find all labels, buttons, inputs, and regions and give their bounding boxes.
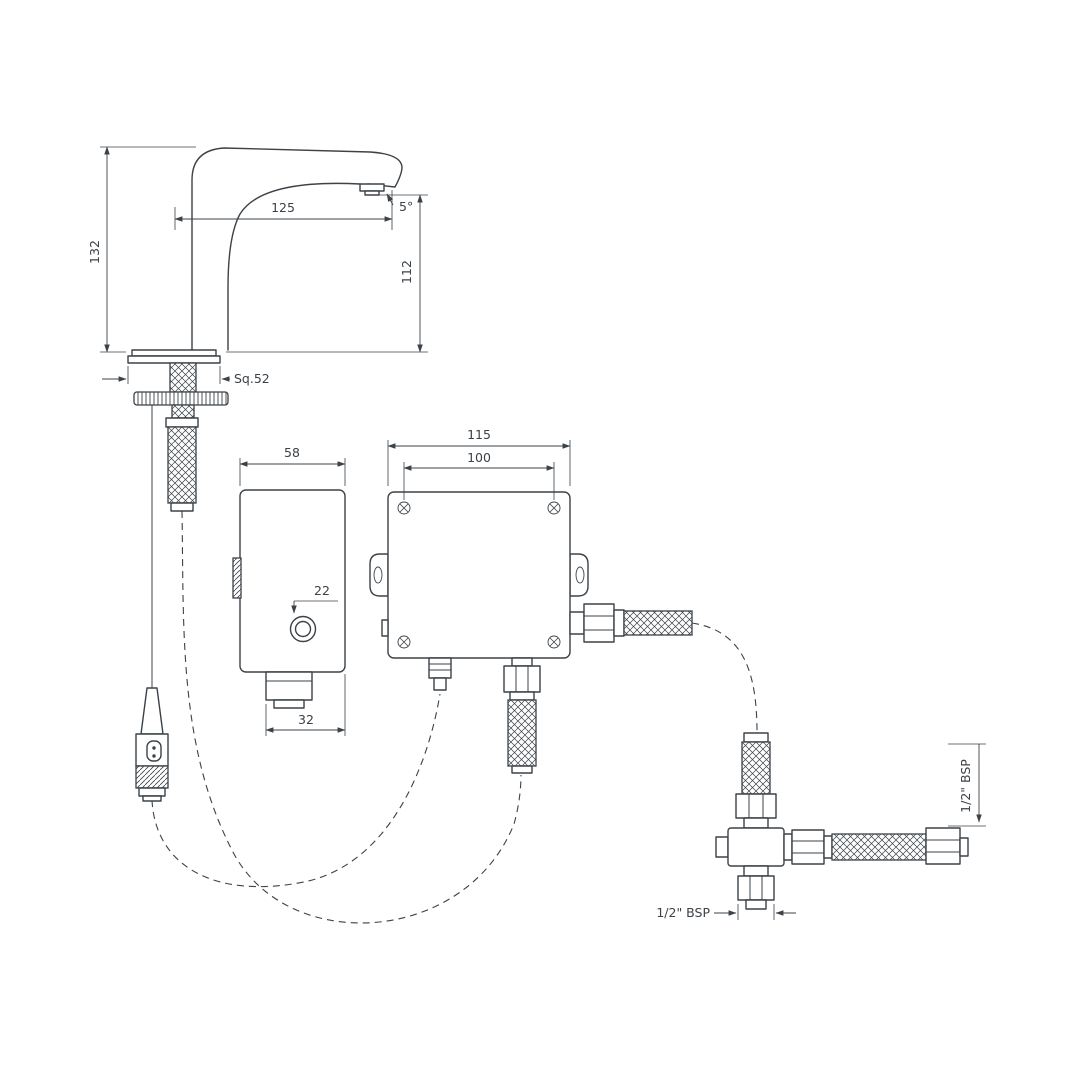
corner-screws	[397, 501, 561, 649]
braided-hose-valve-right	[831, 833, 927, 861]
cable-gland	[428, 657, 452, 679]
plug-base	[138, 787, 166, 797]
sensor-plug	[135, 687, 169, 802]
screw-icon	[547, 501, 561, 515]
dim-box-outer-width: 115	[467, 427, 491, 442]
controller-side-connector	[232, 557, 242, 599]
faucet-base-lower	[127, 355, 221, 364]
braided-hose-box-bottom	[507, 699, 537, 767]
braided-hose-box-right	[623, 610, 693, 636]
dim-button-offset: 22	[314, 583, 330, 598]
right-outlet-hex-nut	[583, 603, 615, 643]
braided-hose-valve-top	[741, 741, 771, 795]
control-box	[369, 491, 693, 774]
braided-hose-faucet	[167, 426, 197, 504]
dim-bottom-thread: 1/2" BSP	[656, 905, 710, 920]
dim-spout-reach: 125	[271, 200, 295, 215]
routing-curve-box-to-valve	[691, 622, 758, 734]
dim-outlet-height: 112	[399, 260, 414, 284]
plug-pin-2	[152, 754, 156, 758]
control-box-housing	[387, 491, 571, 659]
valve-top-flare	[743, 732, 769, 743]
controller-button-inner	[294, 620, 312, 638]
right-outlet-collar	[569, 611, 585, 635]
dim-side-thread: 1/2" BSP	[958, 759, 973, 813]
valve-bottom-hex	[737, 875, 775, 901]
aerator-outlet	[359, 183, 385, 192]
plug-tip	[142, 795, 162, 802]
threaded-shank-upper	[169, 362, 197, 393]
locknut-flange	[133, 391, 229, 406]
angle-leader	[386, 193, 394, 206]
faucet-base-upper	[131, 349, 217, 357]
valve-right-hex-nut	[791, 829, 825, 865]
ear-slot-right	[575, 566, 585, 584]
controller-connector-step	[273, 699, 305, 709]
valve-top-collar	[743, 817, 769, 829]
screw-icon	[397, 501, 411, 515]
bottom-outlet-collar	[511, 657, 533, 667]
screw-icon	[397, 635, 411, 649]
valve-body	[727, 827, 785, 867]
plug-knurl-ring	[135, 765, 169, 789]
dim-box-inner-width: 100	[467, 450, 491, 465]
controller-housing	[239, 489, 346, 673]
controller-bottom-connector	[265, 671, 313, 701]
faucet-spout-underside	[227, 182, 361, 351]
ear-slot-left	[373, 566, 383, 584]
routing-curve-sensor-cable	[151, 693, 441, 888]
plug-cone	[140, 687, 164, 735]
threaded-shank-lower	[171, 404, 195, 419]
dim-controller-depth: 32	[298, 712, 314, 727]
hose-end-cap	[170, 502, 194, 512]
screw-icon	[547, 635, 561, 649]
mounting-ear-right	[569, 553, 589, 597]
routing-curves	[151, 510, 758, 924]
valve-top-nut	[735, 793, 777, 819]
dim-faucet-height: 132	[87, 240, 102, 264]
dim-base-square: Sq.52	[234, 371, 270, 386]
valve-right-collar	[783, 833, 793, 861]
tee-valve-assembly	[715, 732, 969, 910]
right-outlet-ferrule	[613, 609, 625, 637]
plug-pin-1	[152, 746, 156, 750]
mounting-ear-left	[369, 553, 389, 597]
bottom-outlet-hex-nut	[503, 665, 541, 693]
valve-left-stub	[715, 836, 729, 858]
routing-curve-hose-to-box	[181, 510, 522, 924]
valve-bottom-collar	[743, 865, 769, 877]
controller-unit	[232, 489, 346, 709]
supply-nut-right	[925, 827, 961, 865]
valve-bottom-tip	[745, 899, 767, 910]
dimensions: 132 125 5° 112 Sq.52 58 22 32	[87, 146, 986, 920]
valve-right-ferrule	[823, 835, 833, 859]
dim-controller-width: 58	[284, 445, 300, 460]
bottom-outlet-ferrule	[509, 691, 535, 701]
aerator-tip	[364, 190, 380, 196]
controller-button-outer	[289, 615, 317, 643]
cable-gland-tip	[433, 677, 447, 691]
faucet-body-outline	[191, 147, 403, 351]
hose-end-cap	[511, 765, 533, 774]
dim-spout-angle: 5°	[399, 199, 413, 214]
plug-window	[146, 740, 162, 762]
supply-nut-cap	[959, 837, 969, 857]
faucet-view	[127, 147, 403, 802]
hose-collar	[165, 417, 199, 428]
left-grommet	[381, 619, 389, 637]
